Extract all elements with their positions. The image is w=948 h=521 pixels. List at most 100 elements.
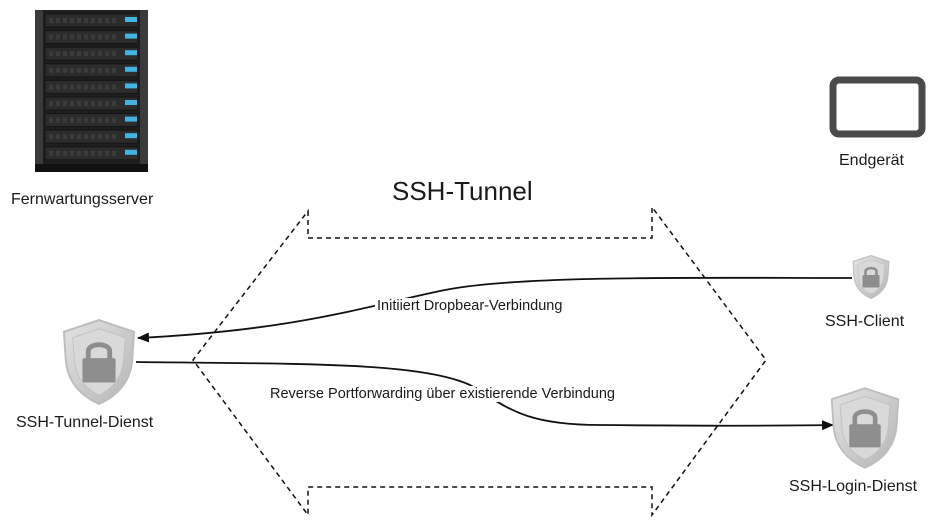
server-vent: [49, 34, 53, 40]
server-vent: [98, 101, 102, 106]
server-vent: [63, 101, 67, 106]
server-vent: [84, 51, 88, 57]
server-vent: [91, 84, 95, 90]
server-vent: [105, 84, 109, 90]
server-vent: [70, 101, 74, 106]
server-vent: [105, 67, 109, 73]
server-vent: [105, 51, 109, 57]
server-vent: [49, 134, 53, 140]
tunnel-service-label: SSH-Tunnel-Dienst: [16, 414, 154, 431]
server-vent: [112, 67, 116, 73]
server-vent: [49, 67, 53, 73]
server-vent: [49, 117, 53, 123]
server-vent: [77, 117, 81, 123]
server-vent: [84, 67, 88, 73]
ssh-client-shield-icon: [851, 254, 891, 300]
server-vent: [70, 134, 74, 140]
server-vent: [91, 117, 95, 123]
server-vent: [112, 134, 116, 140]
server-vent: [98, 84, 102, 90]
server-vent: [63, 134, 67, 140]
server-vent: [91, 101, 95, 106]
server-vent: [112, 34, 116, 40]
reverse-edge-label: Reverse Portforwarding über existierende…: [268, 386, 617, 402]
server-led: [125, 100, 137, 105]
server-vent: [105, 150, 109, 156]
server-vent: [98, 34, 102, 40]
ssh-tunnel-outline: [192, 204, 767, 518]
initiate-connection-arrow: [137, 276, 853, 343]
server-vent: [63, 150, 67, 156]
server-vent: [112, 150, 116, 156]
server-led: [125, 50, 137, 56]
server-vent: [105, 18, 109, 23]
server-vent: [105, 134, 109, 140]
server-vent: [49, 18, 53, 23]
login-service-shield-icon: [832, 388, 899, 468]
server-vent: [49, 51, 53, 57]
server-vent: [91, 51, 95, 57]
server-vent: [56, 101, 60, 106]
server-vent: [63, 51, 67, 57]
server-led: [125, 133, 137, 139]
server-vent: [84, 150, 88, 156]
server-vent: [70, 34, 74, 40]
server-vent: [77, 34, 81, 40]
server-rack-icon: [35, 10, 148, 172]
server-vent: [70, 18, 74, 23]
tablet-icon: [829, 76, 926, 138]
server-vent: [84, 18, 88, 23]
server-vent: [98, 150, 102, 156]
server-led: [125, 149, 137, 155]
server-vent: [84, 101, 88, 106]
server-vent: [56, 117, 60, 123]
server-vent: [98, 134, 102, 140]
server-vent: [70, 67, 74, 73]
server-vent: [63, 117, 67, 123]
server-vent: [77, 150, 81, 156]
server-vent: [98, 51, 102, 57]
server-led: [125, 17, 137, 22]
server-vent: [56, 67, 60, 73]
server-vent: [77, 101, 81, 106]
server-vent: [49, 101, 53, 106]
server-vent: [84, 117, 88, 123]
server-vent: [56, 150, 60, 156]
server-vent: [84, 134, 88, 140]
server-vent: [105, 117, 109, 123]
server-label: Fernwartungsserver: [11, 191, 154, 208]
server-vent: [91, 67, 95, 73]
server-vent: [91, 18, 95, 23]
server-vent: [98, 67, 102, 73]
server-vent: [63, 34, 67, 40]
server-led: [125, 116, 137, 122]
server-vent: [63, 18, 67, 23]
server-vent: [112, 101, 116, 106]
server-vent: [70, 84, 74, 90]
server-vent: [49, 84, 53, 90]
server-vent: [70, 117, 74, 123]
server-vent: [56, 134, 60, 140]
server-vent: [77, 51, 81, 57]
server-vent: [77, 134, 81, 140]
server-vent: [63, 67, 67, 73]
tunnel-service-shield-icon: [64, 320, 134, 404]
server-led: [125, 33, 137, 39]
server-led: [125, 83, 137, 89]
ssh-client-label: SSH-Client: [825, 313, 905, 330]
server-vent: [84, 84, 88, 90]
server-vent: [105, 101, 109, 106]
server-vent: [112, 84, 116, 90]
server-vent: [84, 34, 88, 40]
device-label: Endgerät: [839, 152, 904, 169]
server-vent: [91, 150, 95, 156]
server-vent: [77, 67, 81, 73]
server-vent: [98, 18, 102, 23]
server-vent: [98, 117, 102, 123]
server-vent: [91, 134, 95, 140]
server-vent: [105, 34, 109, 40]
server-vent: [56, 84, 60, 90]
server-vent: [112, 18, 116, 23]
server-vent: [112, 117, 116, 123]
